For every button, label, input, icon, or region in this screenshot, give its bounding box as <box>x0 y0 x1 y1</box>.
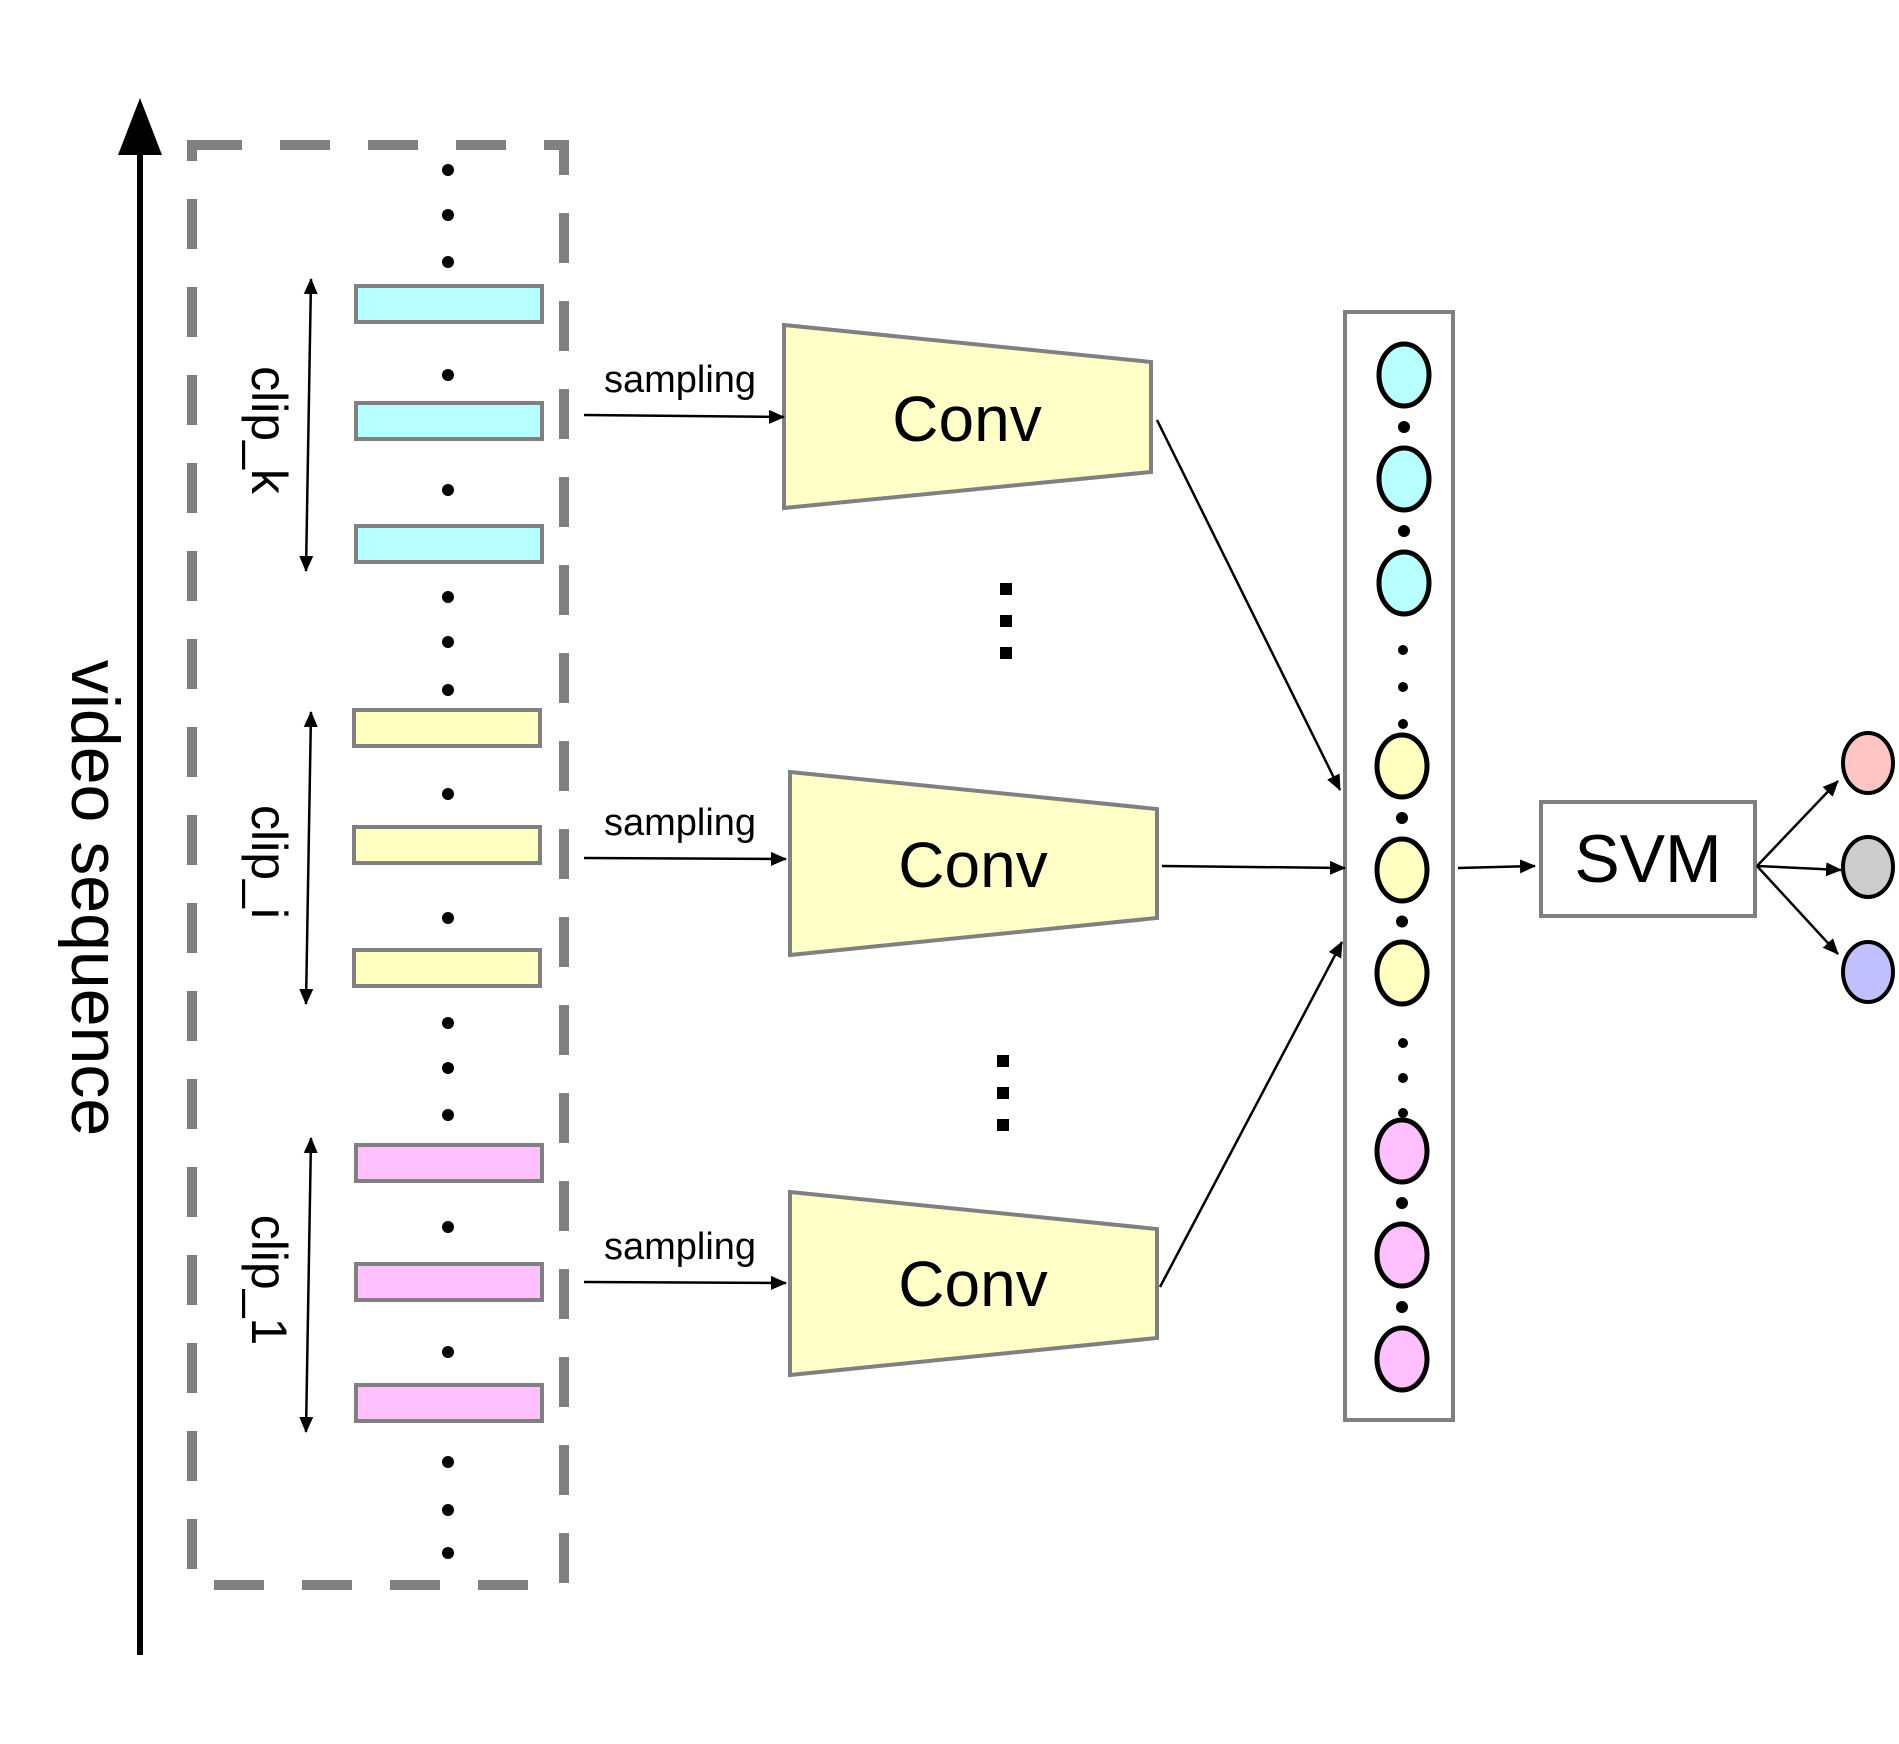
feature-ellipsis-dot <box>1398 719 1408 729</box>
feature-connector-dot <box>1396 1197 1408 1209</box>
feature-ellipsis-dot <box>1398 645 1408 655</box>
frame-ellipsis-dot <box>442 636 454 648</box>
video-frame <box>354 1143 544 1183</box>
frames-layer <box>352 164 544 1559</box>
feature-connector-dot <box>1396 812 1408 824</box>
clip-span-arrow <box>299 1137 318 1433</box>
conv-block <box>788 1189 1159 1378</box>
clip-label: clip_1 <box>241 1215 297 1346</box>
frame-ellipsis-dot <box>442 1504 454 1516</box>
feature-node <box>1374 939 1430 1007</box>
feature-node <box>1374 1221 1430 1289</box>
feature-ellipsis-dot <box>1398 1038 1408 1048</box>
frames-dashed-box <box>187 140 569 1590</box>
feature-ellipsis-dot <box>1398 1073 1408 1083</box>
conv-label: Conv <box>898 829 1047 901</box>
frame-ellipsis-dot <box>442 1109 454 1121</box>
clips-layer: clip_k clip_i clip_1 <box>241 278 318 1433</box>
frame-ellipsis-dot <box>442 788 454 800</box>
feature-layer <box>1374 341 1432 1393</box>
sampling-arrow <box>583 1275 787 1290</box>
conv-label: Conv <box>892 383 1041 455</box>
video-sequence-axis <box>118 98 162 1655</box>
feature-node <box>1376 549 1432 617</box>
feature-connector-dot <box>1396 915 1408 928</box>
sampling-arrow <box>583 851 787 866</box>
feature-node <box>1376 341 1432 409</box>
video-frame <box>352 708 542 748</box>
output-class-node <box>1841 731 1895 795</box>
feature-node <box>1374 1117 1430 1185</box>
frame-ellipsis-dot <box>442 369 454 381</box>
sampling-label: sampling <box>604 802 756 844</box>
feature-ellipsis-dot <box>1398 682 1408 692</box>
clip-label: clip_k <box>241 366 297 495</box>
video-frame <box>352 825 542 865</box>
video-frame <box>352 948 542 988</box>
conv-to-feature-arrows <box>1155 419 1346 1288</box>
frame-ellipsis-dot <box>442 1547 454 1559</box>
conv-label: Conv <box>898 1248 1047 1320</box>
frame-ellipsis-dot <box>442 256 454 268</box>
feature-connector-dot <box>1398 421 1410 433</box>
feature-node <box>1374 732 1430 800</box>
conv-block <box>782 322 1153 511</box>
frame-ellipsis-dot <box>442 164 454 176</box>
frame-ellipsis-dot <box>442 684 454 696</box>
feature-to-svm-arrow <box>1457 859 1536 874</box>
feature-connector-dot <box>1398 525 1410 537</box>
conv-block <box>788 769 1159 958</box>
clip-span-arrow <box>299 711 318 1005</box>
feature-connector-dot <box>1396 1301 1408 1313</box>
output-layer <box>1841 731 1895 1004</box>
video-frame <box>354 524 544 564</box>
frame-ellipsis-dot <box>442 209 454 221</box>
video-frame <box>354 1383 544 1423</box>
output-class-node <box>1841 835 1895 899</box>
svm-box: SVM <box>1539 800 1757 918</box>
feature-node <box>1376 445 1432 513</box>
frame-ellipsis-dot <box>442 1221 454 1233</box>
frame-ellipsis-dot <box>442 912 454 924</box>
video-sequence-label: video sequence <box>57 660 133 1136</box>
output-class-node <box>1841 940 1895 1004</box>
conv-ellipsis-lower <box>997 1055 1009 1131</box>
feature-node <box>1374 836 1430 904</box>
svm-output-arrows <box>1756 780 1842 955</box>
sampling-label: sampling <box>604 1226 756 1268</box>
frame-ellipsis-dot <box>442 484 454 496</box>
video-frame <box>354 1262 544 1302</box>
frame-ellipsis-dot <box>442 591 454 603</box>
frame-ellipsis-dot <box>442 1456 454 1468</box>
clip-label: clip_i <box>241 805 297 919</box>
clip-span-arrow <box>299 278 318 572</box>
video-frame <box>354 401 544 441</box>
frame-ellipsis-dot <box>442 1346 454 1358</box>
sampling-label: sampling <box>604 359 756 401</box>
frame-ellipsis-dot <box>442 1062 454 1074</box>
feature-node <box>1374 1325 1430 1393</box>
sampling-arrow <box>583 409 785 424</box>
frame-ellipsis-dot <box>442 1017 454 1029</box>
feature-ellipsis-dot <box>1398 1108 1408 1118</box>
video-frame <box>354 284 544 324</box>
conv-ellipsis-upper <box>1000 583 1012 659</box>
svm-label: SVM <box>1574 821 1721 897</box>
